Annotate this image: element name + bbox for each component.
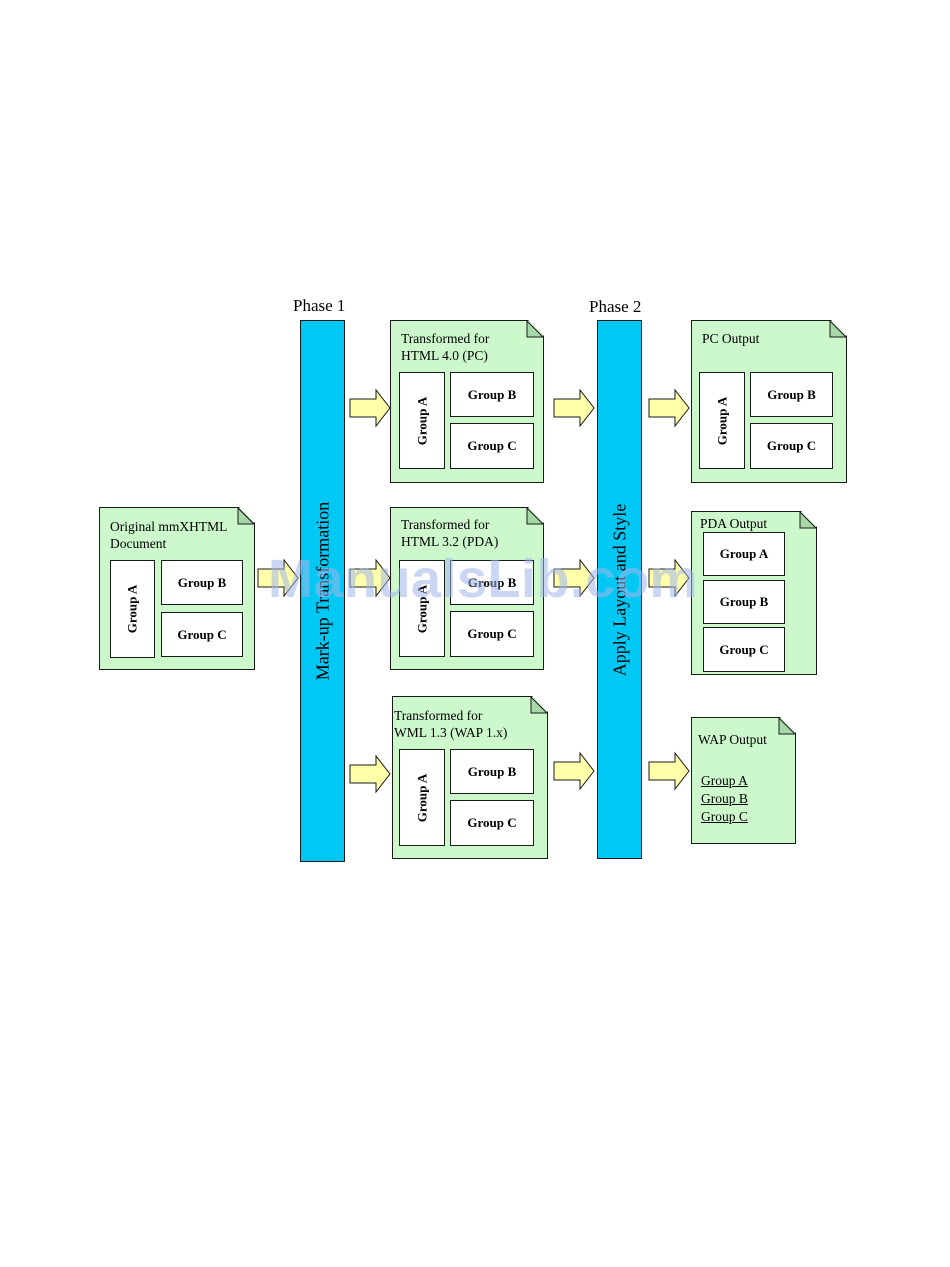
wap-link-group-b[interactable]: Group B xyxy=(701,791,748,806)
original-group-a: Group A xyxy=(110,560,155,658)
phase-2-bar: Apply Layout and Style xyxy=(597,320,642,859)
transformed-wap-group-c: Group C xyxy=(450,800,534,846)
pda-output-group-b: Group B xyxy=(703,580,785,624)
page-fold-icon xyxy=(800,512,816,528)
page-fold-icon xyxy=(238,508,254,524)
arrow-right-icon xyxy=(553,558,595,598)
original-group-b: Group B xyxy=(161,560,243,605)
transformed-pda-group-b: Group B xyxy=(450,560,534,605)
arrow-right-icon xyxy=(257,558,299,598)
original-group-c: Group C xyxy=(161,612,243,657)
page-fold-icon xyxy=(830,321,846,337)
page-fold-icon xyxy=(527,508,543,524)
transformed-pda-group-a: Group A xyxy=(399,560,445,657)
page-fold-icon xyxy=(779,718,795,734)
wap-link-group-a[interactable]: Group A xyxy=(701,773,748,788)
pda-output-document: PDA Output Group A Group B Group C xyxy=(691,511,817,675)
pc-output-title: PC Output xyxy=(702,331,760,346)
phase-2-label: Phase 2 xyxy=(589,297,642,316)
wap-link-group-c[interactable]: Group C xyxy=(701,809,748,824)
arrow-right-icon xyxy=(648,558,690,598)
pc-output-document: PC Output Group A Group B Group C xyxy=(691,320,847,483)
pc-output-group-b: Group B xyxy=(750,372,833,417)
phase-1-label: Phase 1 xyxy=(293,296,346,315)
arrow-right-icon xyxy=(553,388,595,428)
arrow-right-icon xyxy=(349,558,391,598)
wap-output-title: WAP Output xyxy=(698,732,767,747)
transformed-wap-group-a: Group A xyxy=(399,749,445,846)
transformed-wap-group-b: Group B xyxy=(450,749,534,794)
transformed-pda-group-c: Group C xyxy=(450,611,534,657)
phase-1-bar-text: Mark-up Transformation xyxy=(312,501,332,681)
pc-output-group-a: Group A xyxy=(699,372,745,469)
transformed-pc-group-c: Group C xyxy=(450,423,534,469)
arrow-right-icon xyxy=(349,388,391,428)
arrow-right-icon xyxy=(553,751,595,791)
pda-output-title: PDA Output xyxy=(700,516,768,531)
wap-output-document: WAP Output Group A Group B Group C xyxy=(691,717,796,844)
page-fold-icon xyxy=(531,697,547,713)
pda-output-group-c: Group C xyxy=(703,627,785,672)
pda-output-group-a: Group A xyxy=(703,532,785,576)
arrow-right-icon xyxy=(648,388,690,428)
arrow-right-icon xyxy=(648,751,690,791)
pc-output-group-c: Group C xyxy=(750,423,833,469)
transformed-pc-group-b: Group B xyxy=(450,372,534,417)
transformed-pc-group-a: Group A xyxy=(399,372,445,469)
phase-1-bar: Mark-up Transformation xyxy=(300,320,345,862)
arrow-right-icon xyxy=(349,754,391,794)
phase-2-bar-text: Apply Layout and Style xyxy=(609,503,629,676)
page-fold-icon xyxy=(527,321,543,337)
wap-output-links: Group A Group B Group C xyxy=(701,772,748,826)
